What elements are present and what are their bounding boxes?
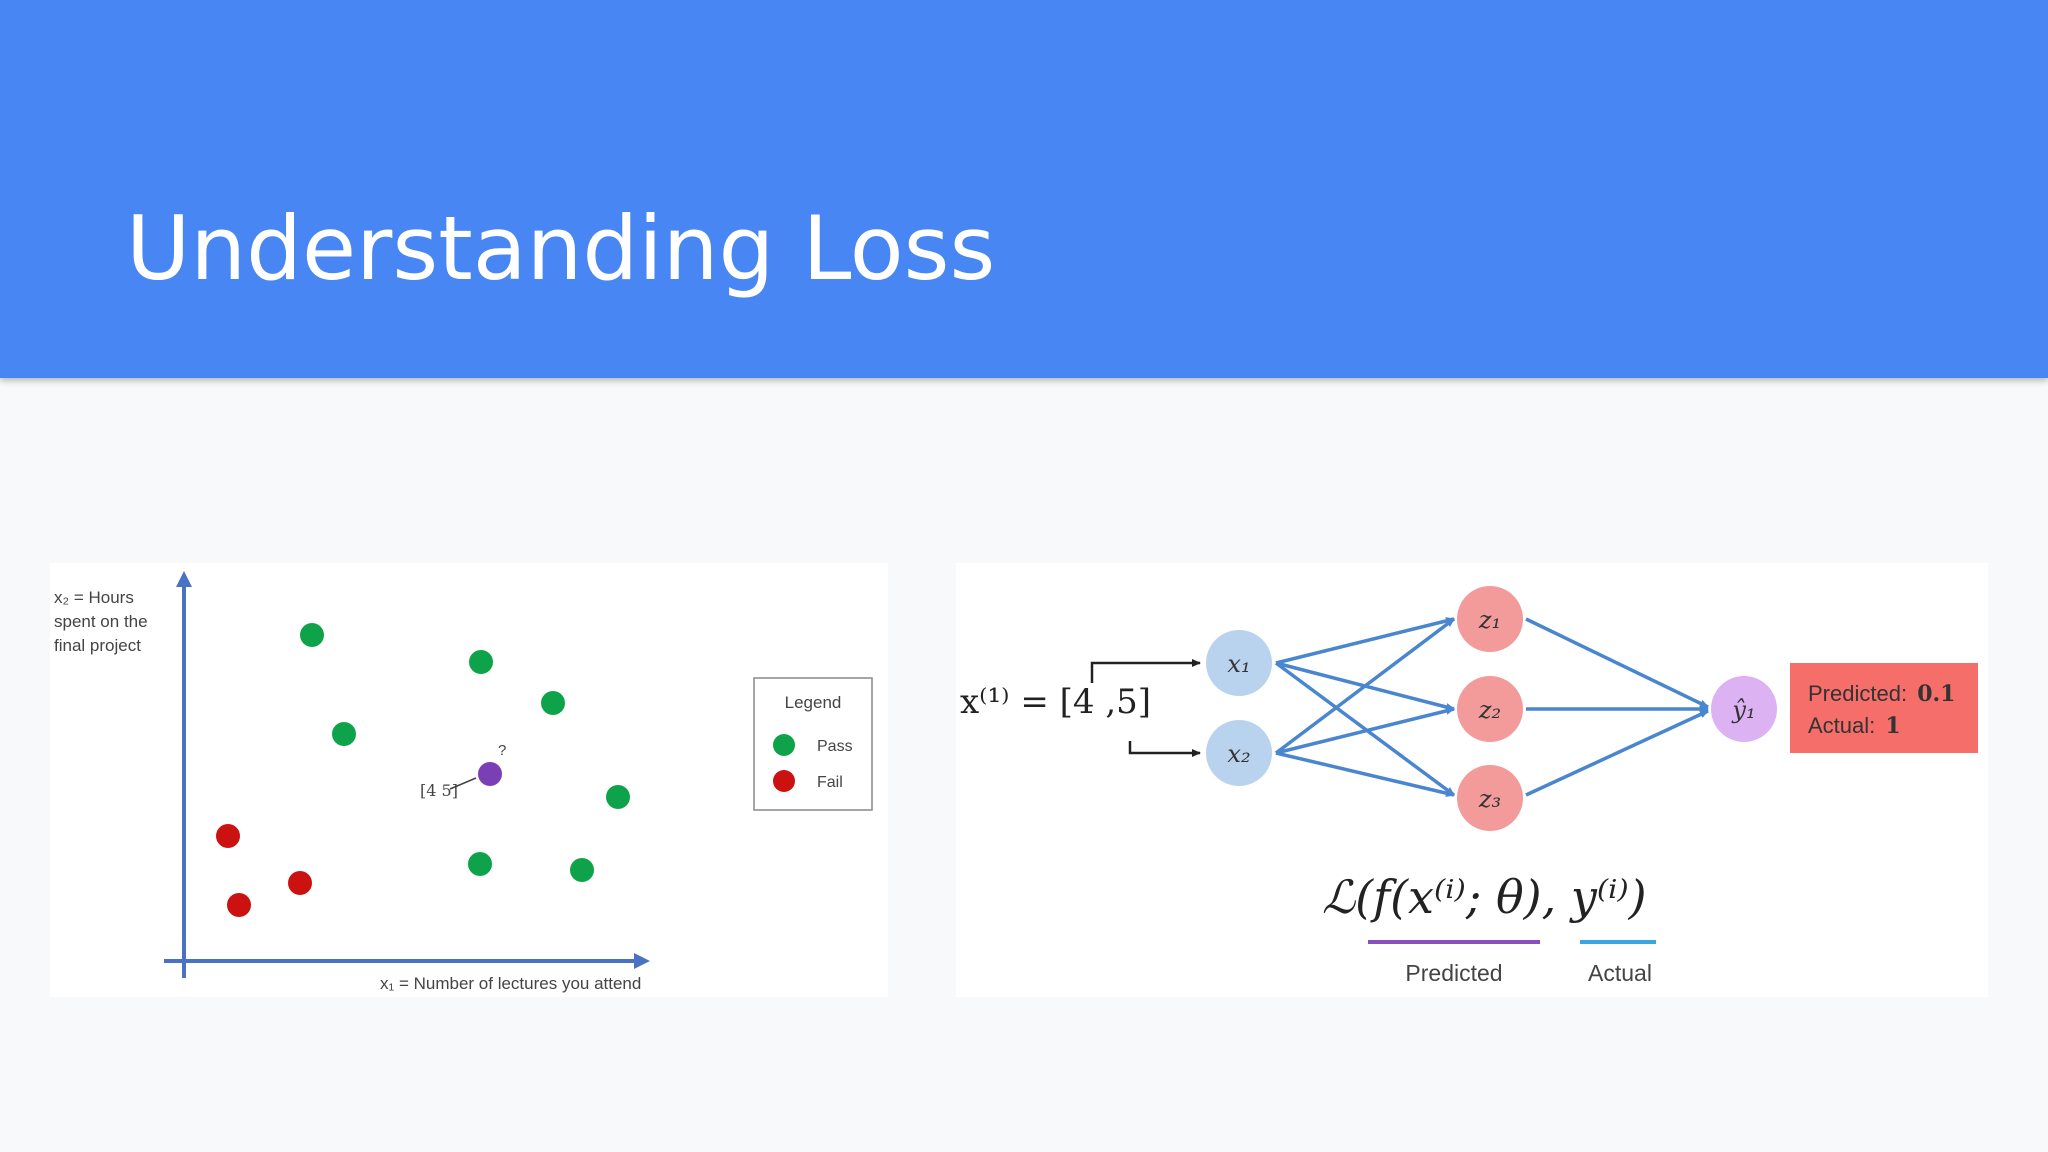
network-figure: x⁽¹⁾ = [4 ,5] x₁ x₂ z₁ z₂ z₃ ŷ₁ P [956,563,1988,997]
scatter-svg: x₂ = Hours spent on the final project x₁… [54,571,873,993]
hidden-node-z1-label: z₁ [1478,606,1501,634]
edge [1275,617,1455,665]
query-point [478,762,502,786]
output-node [1711,676,1777,742]
y-axis-label-line-3: final project [54,636,141,655]
y-axis-label-line-1: x₂ = Hours [54,588,134,607]
network-svg: x⁽¹⁾ = [4 ,5] x₁ x₂ z₁ z₂ z₃ ŷ₁ P [960,586,1978,986]
title-banner: Understanding Loss [0,0,2048,378]
fail-point [288,871,312,895]
hidden-node-z3-label: z₃ [1478,785,1501,813]
hidden-node-z2 [1457,676,1523,742]
query-mark: ? [498,742,506,759]
edge [1525,709,1709,797]
legend-fail-swatch [773,770,795,792]
legend-pass-label: Pass [817,738,853,755]
hidden-node-z2-label: z₂ [1478,696,1501,724]
x-axis-label: x₁ = Number of lectures you attend [380,974,641,993]
y-axis-arrow [176,571,192,587]
edge [1274,661,1456,797]
connector-to-x2 [1128,741,1201,757]
legend-title: Legend [785,693,842,712]
actual-value: 1 [1885,713,1900,739]
actual-label: Actual: [1808,713,1875,738]
input-node-x2 [1206,720,1272,786]
predicted-caption: Predicted [1405,960,1502,986]
input-vector-label: x⁽¹⁾ = [4 ,5] [960,682,1151,722]
pass-point [570,858,594,882]
result-box [1790,663,1978,753]
pass-point [541,691,565,715]
scatter-figure: x₂ = Hours spent on the final project x₁… [50,563,888,997]
pass-point [606,785,630,809]
pass-point [469,650,493,674]
x-axis-arrow [634,953,650,969]
predicted-label: Predicted: [1808,681,1907,706]
output-node-label: ŷ₁ [1731,696,1755,724]
input-node-x1-label: x₁ [1227,650,1250,678]
input-node-x1 [1206,630,1272,696]
edge [1275,751,1455,798]
loss-formula: ℒ(f(x⁽ⁱ⁾; θ), y⁽ⁱ⁾) [1322,870,1647,924]
legend-pass-swatch [773,734,795,756]
query-pointer-line [449,777,477,790]
fail-point [227,893,251,917]
slide-title: Understanding Loss [126,197,996,300]
hidden-node-z3 [1457,765,1523,831]
hidden-node-z1 [1457,586,1523,652]
pass-point [300,623,324,647]
pass-point [332,722,356,746]
edge [1274,617,1456,755]
pass-point [468,852,492,876]
fail-point [216,824,240,848]
edge [1525,617,1709,709]
input-node-x2-label: x₂ [1227,740,1250,768]
legend-fail-label: Fail [817,774,843,791]
result-predicted: Predicted: 0.1 [1808,681,1955,707]
connector-to-x1 [1090,659,1201,683]
result-actual: Actual: 1 [1808,713,1901,739]
edge [1275,707,1455,755]
actual-caption: Actual [1588,960,1652,986]
query-point-label: [4 5] [420,781,458,800]
y-axis-label-line-2: spent on the [54,612,148,631]
predicted-value: 0.1 [1917,681,1955,707]
